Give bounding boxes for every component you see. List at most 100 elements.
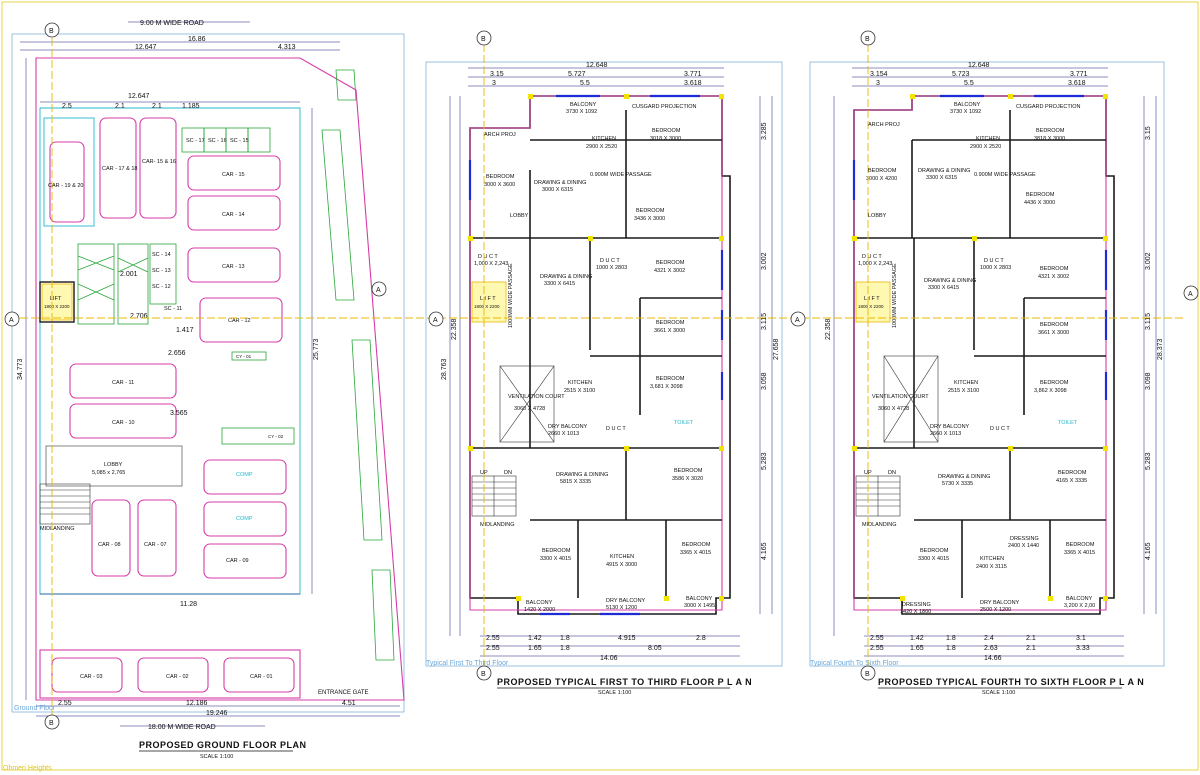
sc-label: SC - 16	[208, 138, 227, 144]
room-size: 3,200 X 2,00	[1064, 603, 1095, 609]
dim-bottom-seg: 3.33	[1076, 645, 1090, 652]
dim-right-seg: 3.058	[761, 372, 768, 390]
room-label: BEDROOM	[1066, 542, 1095, 548]
dim-row2-1: 2.1	[115, 103, 125, 110]
dim-bottom-seg: 2.55	[870, 635, 884, 642]
axis-b-label: B	[865, 36, 870, 43]
room-label: BEDROOM	[674, 468, 703, 474]
axis-a-marker	[4, 311, 20, 327]
room-size: 1420 X 1800	[900, 609, 931, 615]
dim-inner: 3.565	[170, 410, 188, 417]
road-top: 9.00 M WIDE ROAD	[140, 20, 204, 27]
room-size: 3000 X 3600	[484, 182, 515, 188]
lobby-size: 5,085 x 2,765	[92, 470, 125, 476]
dim-bottom-1: 12.186	[186, 700, 208, 707]
dim-bottom-seg: 8.05	[648, 645, 662, 652]
room-size: 3300 X 6415	[928, 285, 959, 291]
room-size: 3060 X 4728	[514, 406, 545, 412]
room-size: 3018 X 3000	[650, 136, 681, 142]
room-size: 3818 X 3000	[1034, 136, 1065, 142]
axis-b-marker	[44, 22, 60, 38]
room-size: 3000 X 1495	[684, 603, 715, 609]
room-label: BEDROOM	[652, 128, 681, 134]
axis-b-label: B	[481, 36, 486, 43]
car-label: CAR - 15	[222, 172, 245, 178]
typ2-frame	[809, 61, 1165, 667]
dim-right-seg: 4.165	[1145, 542, 1152, 560]
typ1-dim-top: 5.727	[568, 71, 586, 78]
room-label: TOILET	[1058, 420, 1078, 426]
axis-a-marker	[371, 281, 387, 297]
typ2-title: PROPOSED TYPICAL FOURTH TO SIXTH FLOOR P…	[878, 677, 1144, 687]
dim-inner: 2.706	[130, 313, 148, 320]
room-label: VENTILATION COURT	[872, 394, 929, 400]
typ1-dim-top: 3	[492, 80, 496, 87]
room-size: 3300 X 6315	[926, 175, 957, 181]
dim-inner: 2.001	[120, 271, 138, 278]
room-label: BEDROOM	[1026, 192, 1055, 198]
comp-label: COMP	[236, 516, 253, 522]
dim-bottom-seg: 4.915	[618, 635, 636, 642]
car-outline	[49, 141, 85, 223]
parking-bay	[43, 117, 95, 227]
site-boundary	[35, 57, 405, 701]
room-label: BEDROOM	[636, 208, 665, 214]
lift-fill	[855, 281, 891, 323]
car-outline	[187, 195, 281, 231]
vent-court	[499, 365, 555, 443]
room-label: BEDROOM	[486, 174, 515, 180]
room-label: KITCHEN	[568, 380, 592, 386]
room-label: DRAWING & DINING	[918, 168, 970, 174]
room-label: ARCH PROJ	[484, 132, 516, 138]
sc-label: SC - 12	[152, 284, 171, 290]
dim-bottom-seg: 1.42	[528, 635, 542, 642]
axis-a-label: A	[433, 317, 438, 324]
room-label: KITCHEN	[980, 556, 1004, 562]
typ2-dim-top: 3.771	[1070, 71, 1088, 78]
dim-top-total: 16.86	[188, 36, 206, 43]
room-size: 1000 X 2803	[980, 265, 1011, 271]
dim-right-seg: 3.15	[1145, 126, 1152, 140]
car-outline	[203, 501, 287, 537]
ground-floor-plan: 9.00 M WIDE ROAD 18.00 M WIDE ROAD 16.86…	[11, 20, 405, 760]
room-size: 2660 X 1013	[548, 431, 579, 437]
room-label: MIDLANDING	[480, 522, 515, 528]
car-outline	[69, 403, 177, 439]
typ1-dim-left2: 22.358	[451, 318, 458, 340]
dim-row2-label: 12.647	[128, 93, 150, 100]
axis-b-label: B	[49, 720, 54, 727]
dim-bottom-0: 2.55	[58, 700, 72, 707]
room-size: 3300 X 6415	[544, 281, 575, 287]
dim-row2-3: 1.185	[182, 103, 200, 110]
room-size: 3,862 X 3098	[1034, 388, 1067, 394]
room-label: BEDROOM	[1036, 128, 1065, 134]
dim-bottom-seg: 2.1	[1026, 645, 1036, 652]
cy-stall	[221, 427, 295, 445]
room-label: D U C T	[862, 254, 882, 260]
typ1-dim-left: 28.763	[441, 358, 448, 380]
car-label: CAR - 17 & 18	[102, 166, 137, 172]
typ1-scale: SCALE 1:100	[598, 690, 631, 696]
cy-label: CY - 02	[268, 434, 284, 439]
room-label: BALCONY	[1066, 596, 1093, 602]
road-bottom: 18.00 M WIDE ROAD	[148, 724, 216, 731]
car-outline	[203, 459, 287, 495]
room-label: DN	[888, 470, 896, 476]
watermark: Ohmeri Heights	[3, 765, 52, 772]
dim-right-seg: 5.283	[761, 452, 768, 470]
typ1-dim-top: 12.648	[586, 62, 608, 69]
typ1-dim-top: 3.618	[684, 80, 702, 87]
ground-title: PROPOSED GROUND FLOOR PLAN	[139, 740, 307, 750]
axis-b-marker	[860, 665, 876, 681]
lift-label: LIFT	[50, 296, 62, 302]
dim-right-seg: 3.002	[1145, 252, 1152, 270]
dim-right-seg: 3.002	[761, 252, 768, 270]
dim-right-seg: 3.115	[761, 313, 768, 330]
typ1-dim-top: 5.5	[580, 80, 590, 87]
typ2-dim-top: 3.154	[870, 71, 888, 78]
car-outline	[137, 657, 209, 693]
dim-bottom-seg: 1.8	[560, 645, 570, 652]
room-label: BALCONY	[686, 596, 713, 602]
axis-a-label: A	[9, 317, 14, 324]
axis-a-marker	[1183, 285, 1199, 301]
